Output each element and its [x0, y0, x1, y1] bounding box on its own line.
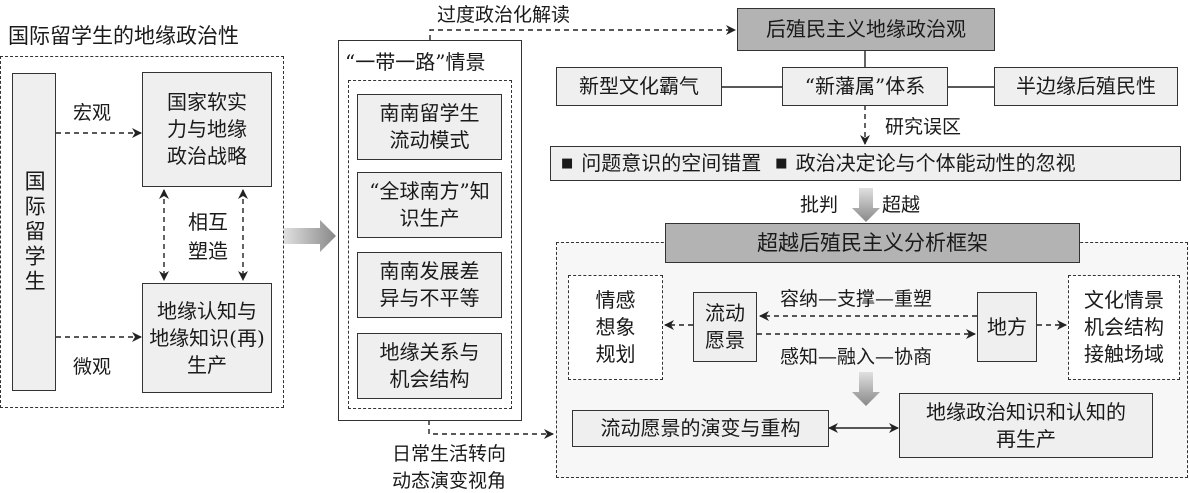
gray-arrow-down-1: [852, 188, 880, 222]
misread-label: 研究误区: [885, 116, 962, 138]
gray-arrow-right: [284, 220, 336, 252]
bottom-link-arrow: [428, 420, 554, 439]
problem-2: 政治决定论与个体能动性的忽视: [795, 151, 1076, 175]
transcend-label: 超越: [882, 194, 921, 216]
belt-road-inner: [348, 80, 512, 409]
student-box: 国际留学生: [12, 73, 56, 391]
framework-title: 超越后殖民主义分析框架: [665, 223, 1080, 263]
belt-road-title: “一带一路”情景: [345, 50, 486, 74]
micro-label: 微观: [73, 356, 112, 378]
bottom-link-label-1: 日常生活转向: [392, 443, 507, 465]
belt-road-item: 地缘关系与机会结构: [357, 333, 502, 399]
semi-periphery-box: 半边缘后殖民性: [994, 67, 1178, 106]
place-box: 地方: [977, 292, 1037, 362]
soft-power-box: 国家软实力与地缘政治战略: [142, 72, 272, 187]
problem-bar: ■ 问题意识的空间错置 ■ 政治决定论与个体能动性的忽视: [550, 146, 1181, 181]
macro-label: 宏观: [73, 102, 112, 124]
mobility-box: 流动愿景: [693, 292, 757, 362]
reproduction-box: 地缘政治知识和认知的再生产: [899, 393, 1153, 458]
cognition-box: 地缘认知与地缘知识(再)生产: [142, 283, 272, 393]
postcolonial-box: 后殖民主义地缘政治观: [737, 8, 995, 51]
belt-road-item: 南南留学生流动模式: [357, 94, 502, 160]
bottom-link-label-2: 动态演变视角: [392, 470, 507, 492]
evolution-box: 流动愿景的演变与重构: [572, 410, 829, 447]
lower-flow-label: 感知—融入—协商: [780, 346, 933, 368]
belt-road-item: “全球南方”知识生产: [357, 172, 502, 238]
critique-label: 批判: [800, 194, 839, 216]
bullet-icon: ■: [561, 155, 574, 171]
mutual-label: 相互塑造: [188, 210, 228, 263]
top-link-arrow: [429, 25, 736, 40]
hegemony-box: 新型文化霸气: [556, 67, 722, 106]
gray-arrow-down-2: [852, 372, 880, 406]
upper-flow-label: 容纳—支撑—重塑: [780, 288, 933, 310]
top-link-label: 过度政治化解读: [437, 4, 571, 26]
problem-1: 问题意识的空间错置: [581, 151, 762, 175]
emotion-box: 情感想象规划: [568, 275, 663, 380]
bullet-icon: ■: [775, 155, 788, 171]
belt-road-item: 南南发展差异与不平等: [357, 252, 502, 318]
left-region: [0, 56, 284, 408]
context-box: 文化情景机会结构接触场域: [1068, 275, 1180, 380]
vassal-box: “新藩属”体系: [782, 67, 948, 106]
left-title: 国际留学生的地缘政治性: [8, 24, 239, 48]
